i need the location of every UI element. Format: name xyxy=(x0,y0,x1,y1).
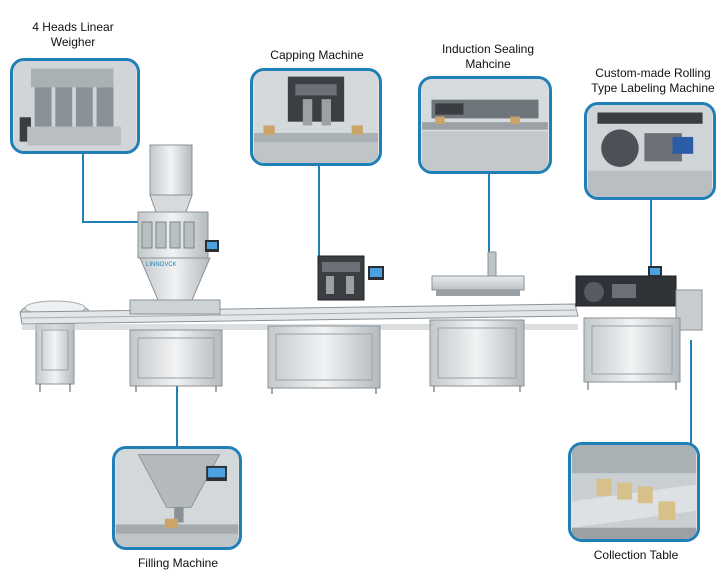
filling-label-line1: Filling Machine xyxy=(137,556,219,570)
leader-line-weigher-h xyxy=(82,146,84,222)
callout-label-capping: Capping Machine xyxy=(252,48,382,63)
capping-photo-image xyxy=(254,71,378,163)
sealing-label-line2: Mahcine xyxy=(465,57,511,71)
labeling-machine xyxy=(575,266,703,390)
sealing-photo-image xyxy=(422,79,548,171)
capping-machine xyxy=(267,255,384,394)
labeling-photo xyxy=(584,102,716,200)
capping-label-line1: Capping Machine xyxy=(270,48,364,62)
leader-line-labeling xyxy=(650,198,652,270)
callout-label-sealing: Induction Sealing Mahcine xyxy=(418,42,558,72)
labeling-label-line1: Custom-made Rolling xyxy=(595,66,711,80)
callout-label-labeling: Custom-made Rolling Type Labeling Machin… xyxy=(580,66,726,96)
collection-label-line1: Collection Table xyxy=(593,548,679,562)
callout-label-collection: Collection Table xyxy=(572,548,700,563)
leader-line-filling xyxy=(176,330,178,450)
filling-photo-image xyxy=(115,449,239,547)
collection-photo-image xyxy=(571,445,697,539)
labeling-label-line2: Type Labeling Machine xyxy=(591,81,715,95)
labeling-photo-image xyxy=(588,105,712,197)
weigher-label-line2: Weigher xyxy=(50,35,96,49)
callout-label-weigher: 4 Heads Linear Weigher xyxy=(8,20,138,50)
weigher-photo-image xyxy=(14,61,136,151)
weigher-label-line1: 4 Heads Linear xyxy=(32,20,114,34)
weigher-photo xyxy=(10,58,140,154)
sealing-photo xyxy=(418,76,552,174)
leader-line-weigher-v xyxy=(82,221,152,223)
leader-line-collection xyxy=(690,340,692,446)
leader-line-sealing xyxy=(488,172,490,264)
callout-label-filling: Filling Machine xyxy=(118,556,238,571)
collection-photo xyxy=(568,442,700,542)
weigher-brand-text: LINNOVCK xyxy=(146,262,177,268)
sealing-label-line1: Induction Sealing xyxy=(441,42,535,56)
capping-photo xyxy=(250,68,382,166)
induction-sealer xyxy=(429,251,525,392)
filling-photo xyxy=(112,446,242,550)
leader-line-capping xyxy=(318,163,320,275)
weigher-filler-tower: LINNOVCK xyxy=(129,144,223,392)
